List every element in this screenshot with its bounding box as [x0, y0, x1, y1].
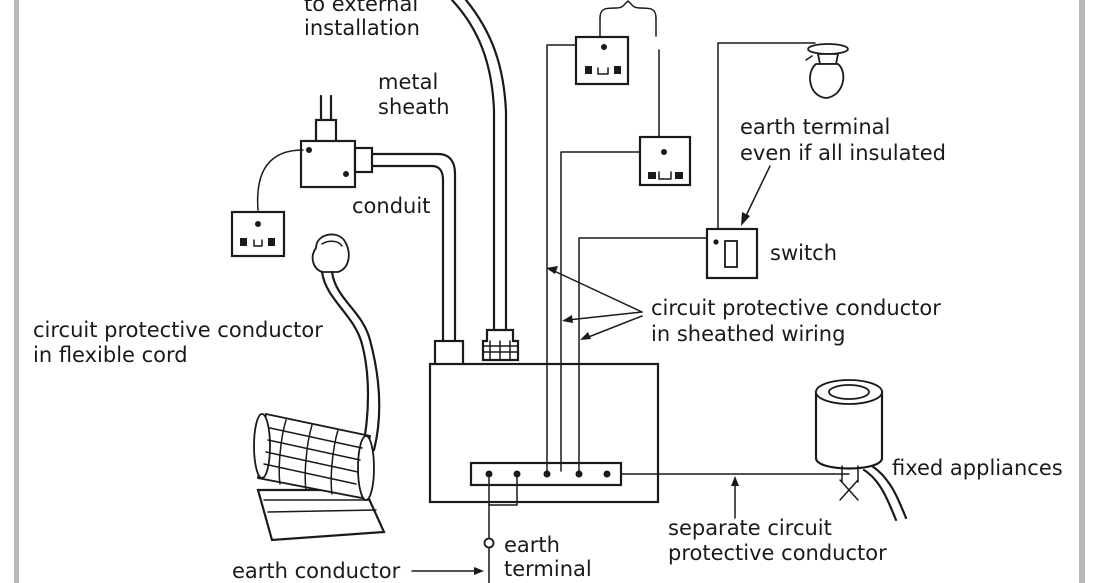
label-fixed-appliances: fixed appliances: [892, 456, 1063, 480]
external-installation-cable: [450, 0, 520, 362]
arrow-separate-cpc: [731, 476, 739, 519]
frame-left-border: [14, 0, 19, 583]
conduit-pipe: [370, 152, 465, 367]
second-socket-outlet: [638, 135, 692, 187]
label-metal-line1: metal: [378, 70, 438, 94]
label-cpc-sheathed-line1: circuit protective conductor: [651, 296, 941, 320]
arrows-cpc-sheathed: [546, 266, 643, 340]
arrow-earth-terminal: [741, 165, 771, 226]
plug-with-flexible-cord: [311, 233, 381, 454]
label-external-line1: to external: [304, 0, 418, 16]
label-earth-terminal-line1: earth terminal: [740, 115, 890, 139]
top-socket-outlet: [574, 35, 630, 86]
electric-heater: [253, 412, 386, 542]
label-separate-line2: protective conductor: [668, 541, 887, 565]
junction-to-socket-wire: [256, 149, 304, 211]
fixed-appliance: [814, 379, 908, 522]
label-switch: switch: [770, 241, 837, 265]
frame-right-border: [1079, 0, 1085, 583]
junction-box: [299, 94, 374, 189]
conduit-gland: [433, 339, 465, 367]
arrow-earth-conductor: [411, 567, 484, 575]
label-separate-line1: separate circuit: [668, 516, 832, 540]
label-main-earth-line2: terminal: [504, 557, 592, 581]
consumer-unit: [428, 362, 660, 583]
cpc-sheathed-wires: [546, 44, 709, 472]
main-earth-terminal-point: [483, 537, 495, 549]
label-earth-conductor: earth conductor: [232, 559, 401, 583]
label-cpc-flex-line1: circuit protective conductor: [33, 318, 323, 342]
label-external-line2: installation: [304, 16, 420, 40]
label-conduit: conduit: [352, 194, 430, 218]
label-cpc-sheathed-line2: in sheathed wiring: [651, 322, 845, 346]
brace-mark: [599, 0, 657, 19]
label-main-earth-line1: earth: [504, 533, 560, 557]
label-cpc-flex-line2: in flexible cord: [33, 343, 188, 367]
left-socket-outlet: [230, 210, 286, 258]
label-earth-terminal-line2: even if all insulated: [740, 141, 946, 165]
label-metal-line2: sheath: [378, 95, 450, 119]
light-switch: [705, 42, 816, 280]
ceiling-light-fitting: [805, 43, 849, 99]
